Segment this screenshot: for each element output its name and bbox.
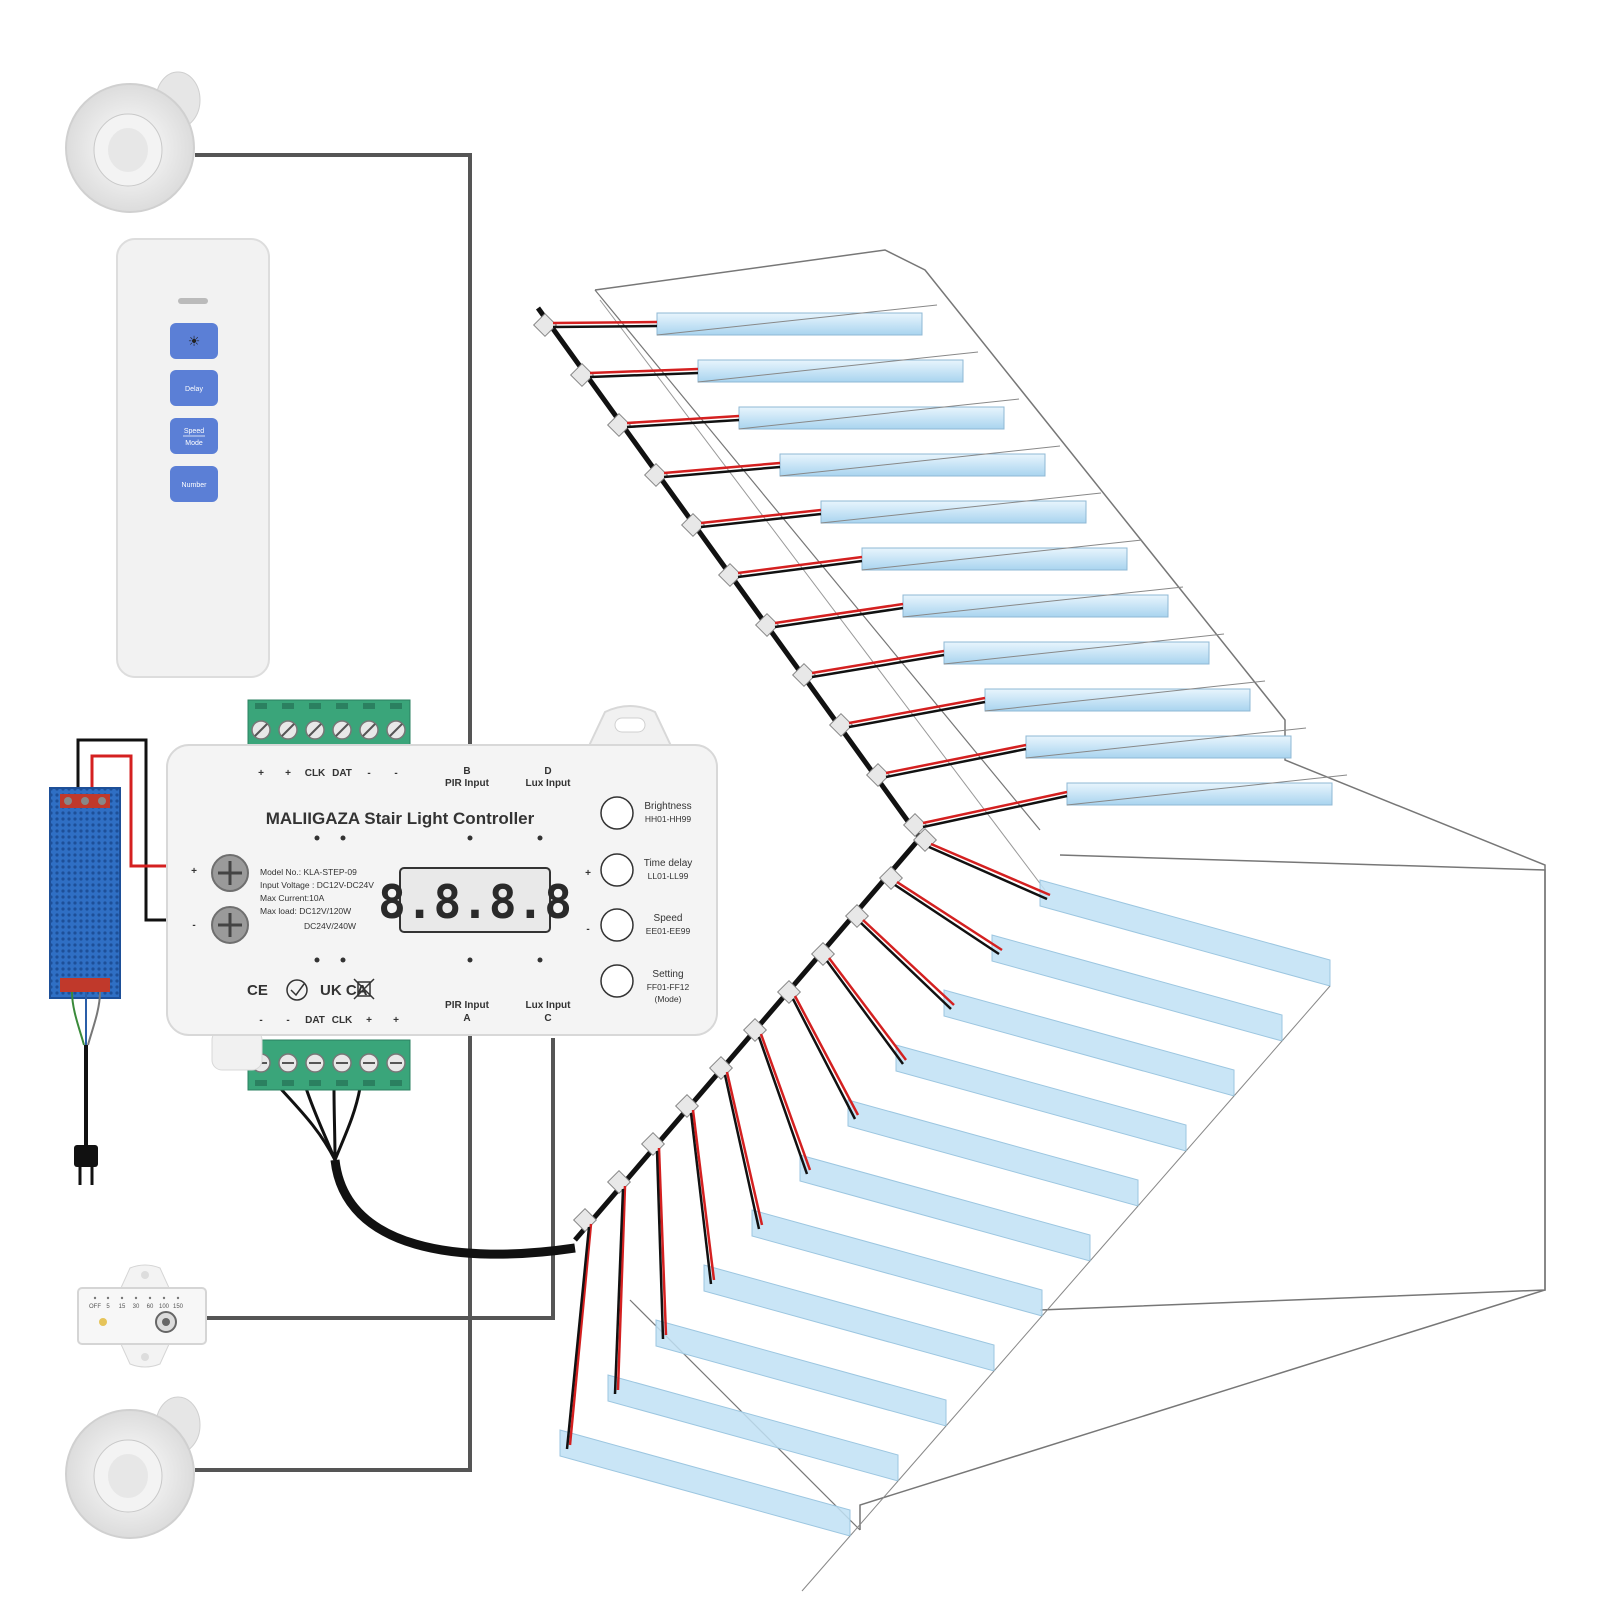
top-terminal-screw[interactable] — [251, 703, 271, 740]
rohs-icon — [286, 979, 308, 1001]
model-number: Model No.: KLA-STEP-09 — [260, 867, 357, 877]
power-supply — [49, 738, 177, 1185]
bottom-terminal-block — [247, 1039, 411, 1091]
top-terminal-screw[interactable] — [278, 703, 298, 740]
indicator-dots — [314, 835, 543, 963]
bottom-terminal-screw[interactable] — [332, 1053, 352, 1086]
power-screw-negative[interactable] — [211, 906, 249, 944]
remote-button-delay[interactable]: Delay — [170, 370, 218, 406]
bottom-terminal-label: + — [366, 1015, 372, 1026]
dimmer-scale-label: 150 — [173, 1304, 184, 1310]
bottom-terminal-screw[interactable] — [278, 1053, 298, 1086]
remote-indicator-led — [178, 298, 208, 304]
input-d-label: Lux Input — [526, 778, 572, 789]
pir-sensor-top — [65, 71, 201, 213]
dimmer-knob[interactable] — [155, 1311, 177, 1333]
dimmer-scale-label: 5 — [106, 1304, 110, 1310]
top-terminal-block — [247, 699, 411, 751]
remote-delay-label: Delay — [185, 386, 203, 393]
remote-button-number[interactable]: Number — [170, 466, 218, 502]
top-terminal-label: + — [258, 768, 264, 779]
top-terminal-screw[interactable] — [359, 703, 379, 740]
plug-icon — [74, 1145, 98, 1167]
bottom-terminal-label: - — [286, 1015, 289, 1026]
controller-button-brightness[interactable] — [600, 796, 634, 830]
button-code-range: EE01-EE99 — [646, 926, 691, 936]
button-name: Setting — [652, 969, 683, 980]
controller-button-time-delay[interactable] — [600, 853, 634, 887]
power-minus-label: - — [192, 920, 195, 931]
input-a-letter: A — [463, 1013, 470, 1024]
controller-button-speed[interactable] — [600, 908, 634, 942]
top-terminal-screw[interactable] — [386, 703, 406, 740]
button-name: Brightness — [644, 801, 691, 812]
top-terminal-label: - — [367, 768, 370, 779]
bottom-data-cable — [278, 1086, 576, 1259]
remote-control: ☀ Delay Speed Mode Number — [116, 238, 270, 678]
top-terminal-screw[interactable] — [305, 703, 325, 740]
button-code-range: FF01-FF12 — [647, 982, 690, 992]
remote-speed-label: Speed — [184, 428, 204, 435]
top-terminal-label: DAT — [332, 768, 352, 779]
bottom-terminal-label: + — [393, 1015, 399, 1026]
lower-staircase — [559, 854, 1546, 1592]
psu-black-wire — [76, 738, 177, 922]
power-plus-label: + — [191, 866, 197, 877]
controller-button-setting[interactable] — [600, 964, 634, 998]
bottom-terminal-screw[interactable] — [305, 1053, 325, 1086]
button-code-note: (Mode) — [655, 994, 682, 1004]
dimmer-scale-label: 30 — [133, 1304, 140, 1310]
input-b-label: PIR Input — [445, 778, 490, 789]
sun-icon: ☀ — [188, 333, 201, 349]
psu-red-wire — [90, 754, 177, 868]
top-terminal-screw[interactable] — [332, 703, 352, 740]
remote-number-label: Number — [182, 482, 208, 489]
ukca-mark: UK CA — [320, 982, 368, 999]
input-c-label: Lux Input — [526, 1000, 572, 1011]
bottom-terminal-label: CLK — [332, 1015, 353, 1026]
lux-wire — [205, 1038, 555, 1320]
dimmer-scale-label: OFF — [89, 1304, 101, 1310]
side-plus-label: + — [585, 868, 591, 879]
weee-bin-icon — [353, 978, 375, 1000]
max-load-12v: Max load: DC12V/120W — [260, 906, 351, 916]
led-display: 8.8.8.8 — [378, 875, 572, 929]
top-terminal-label: CLK — [305, 768, 326, 779]
remote-mode-label: Mode — [185, 440, 203, 447]
button-code-range: HH01-HH99 — [645, 814, 692, 824]
stair-light-controller: + + CLK DAT - - - - DAT CLK + + B PIR Input D Lux … — [166, 699, 718, 1091]
button-name: Speed — [654, 913, 683, 924]
side-minus-label: - — [586, 924, 589, 935]
input-a-label: PIR Input — [445, 1000, 490, 1011]
button-code-range: LL01-LL99 — [648, 871, 689, 881]
bottom-terminal-screw[interactable] — [359, 1053, 379, 1086]
ce-mark: CE — [247, 982, 268, 999]
input-b-letter: B — [463, 766, 470, 777]
input-voltage: Input Voltage : DC12V-DC24V — [260, 880, 374, 890]
button-name: Time delay — [644, 858, 693, 869]
top-terminal-label: - — [394, 768, 397, 779]
bottom-terminal-screw[interactable] — [386, 1053, 406, 1086]
input-c-letter: C — [544, 1013, 551, 1024]
power-screw-positive[interactable] — [211, 854, 249, 892]
remote-button-brightness[interactable]: ☀ — [170, 323, 218, 359]
dimmer-scale-label: 100 — [159, 1304, 170, 1310]
led-strip-wiring — [532, 306, 1068, 1450]
max-current: Max Current:10A — [260, 893, 325, 903]
max-load-24v: DC24V/240W — [304, 921, 356, 931]
bottom-terminal-label: DAT — [305, 1015, 325, 1026]
controller-title: MALIIGAZA Stair Light Controller — [266, 809, 535, 828]
input-d-letter: D — [544, 766, 551, 777]
dimmer-scale-label: 15 — [119, 1304, 126, 1310]
remote-button-speed-mode[interactable]: Speed Mode — [170, 418, 218, 454]
pir-sensor-bottom — [65, 1396, 201, 1539]
upper-staircase — [594, 249, 1546, 1311]
light-sensor-eye — [99, 1318, 107, 1326]
led-display-frame — [399, 867, 551, 933]
bottom-terminal-label: - — [259, 1015, 262, 1026]
top-terminal-label: + — [285, 768, 291, 779]
dimmer-scale-label: 60 — [147, 1304, 154, 1310]
